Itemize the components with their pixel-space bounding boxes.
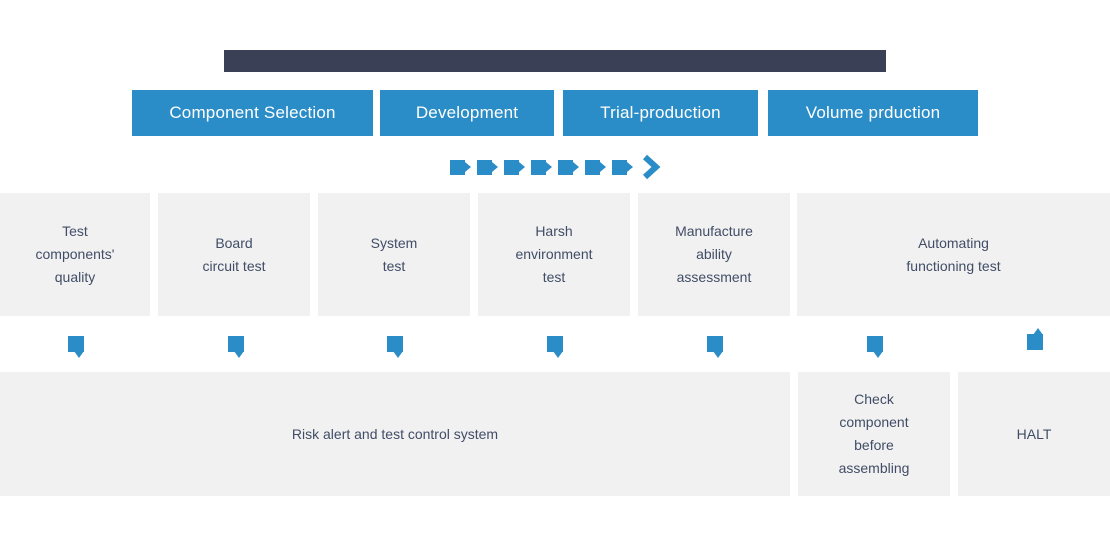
connector-down-icon bbox=[387, 336, 403, 358]
flow-arrow-row bbox=[0, 153, 1110, 181]
test-box-automating-functioning: Automating functioning test bbox=[797, 193, 1110, 316]
stage-arrow-icon bbox=[449, 159, 471, 175]
connector-down-icon bbox=[547, 336, 563, 358]
stage-arrow-icon bbox=[584, 159, 606, 175]
connector-down-icon bbox=[68, 336, 84, 358]
connector-up-icon bbox=[1027, 328, 1043, 350]
chevron-right-icon bbox=[642, 154, 660, 180]
bottom-box-check-component: Check component before assembling bbox=[798, 372, 950, 496]
stage-arrow-icon bbox=[557, 159, 579, 175]
connector-down-icon bbox=[707, 336, 723, 358]
stage-arrow-icon bbox=[611, 159, 633, 175]
stage-button-development[interactable]: Development bbox=[380, 90, 554, 136]
stage-button-component-selection[interactable]: Component Selection bbox=[132, 90, 373, 136]
test-box-manufacture-ability: Manufacture ability assessment bbox=[638, 193, 790, 316]
test-box-harsh-environment: Harsh environment test bbox=[478, 193, 630, 316]
test-box-components-quality: Test components' quality bbox=[0, 193, 150, 316]
test-box-board-circuit: Board circuit test bbox=[158, 193, 310, 316]
stage-arrow-icon bbox=[503, 159, 525, 175]
bottom-box-halt: HALT bbox=[958, 372, 1110, 496]
connector-down-icon bbox=[228, 336, 244, 358]
test-box-system: System test bbox=[318, 193, 470, 316]
connector-down-icon bbox=[867, 336, 883, 358]
stage-arrow-icon bbox=[476, 159, 498, 175]
bottom-box-risk-alert: Risk alert and test control system bbox=[0, 372, 790, 496]
timeline-bar bbox=[224, 50, 886, 72]
stage-arrow-icon bbox=[530, 159, 552, 175]
stage-button-volume-production[interactable]: Volume prduction bbox=[768, 90, 978, 136]
stage-button-trial-production[interactable]: Trial-production bbox=[563, 90, 758, 136]
